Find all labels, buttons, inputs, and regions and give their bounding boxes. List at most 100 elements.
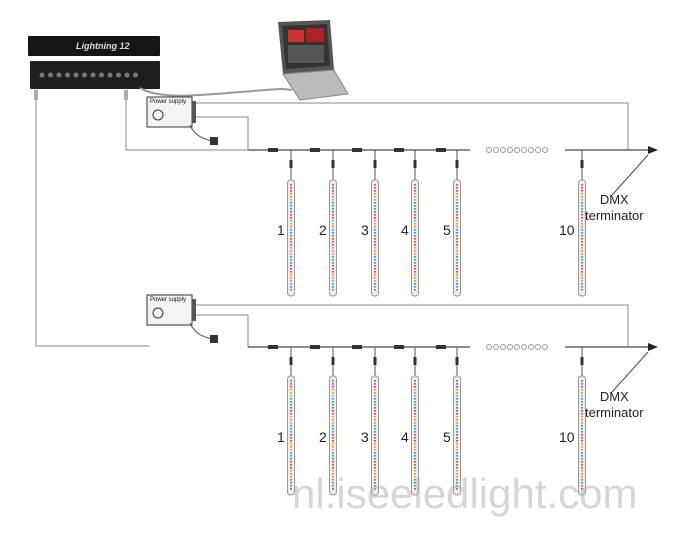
led (581, 247, 583, 249)
ellipsis-dot (514, 344, 520, 350)
dmx-terminator-icon (648, 343, 658, 351)
led (456, 250, 458, 252)
led (581, 470, 583, 472)
tube-connector (331, 357, 335, 365)
led (414, 485, 416, 487)
led (456, 428, 458, 430)
led (332, 461, 334, 463)
led (414, 401, 416, 403)
led (332, 253, 334, 255)
led (374, 449, 376, 451)
led (290, 401, 292, 403)
controller-model-label: Lightning 12 (76, 41, 130, 51)
tube-connector (580, 357, 584, 365)
dmx-port (56, 72, 62, 78)
led (332, 422, 334, 424)
led (374, 452, 376, 454)
power-supply-fan-icon (152, 109, 164, 121)
led (581, 289, 583, 291)
led (374, 226, 376, 228)
led (581, 464, 583, 466)
led (332, 214, 334, 216)
led (374, 470, 376, 472)
led (290, 455, 292, 457)
led (456, 434, 458, 436)
led (414, 229, 416, 231)
led (456, 283, 458, 285)
led (456, 220, 458, 222)
led (290, 253, 292, 255)
led (456, 253, 458, 255)
led (414, 289, 416, 291)
led (290, 190, 292, 192)
led (581, 485, 583, 487)
ellipsis-dot (535, 344, 541, 350)
led (290, 259, 292, 261)
led (414, 437, 416, 439)
ellipsis-dot (500, 147, 506, 153)
terminator-line1: DMX (599, 389, 629, 404)
tube-connector (373, 160, 377, 168)
led (374, 190, 376, 192)
ellipsis-dot (528, 147, 534, 153)
led (581, 425, 583, 427)
led (332, 283, 334, 285)
led (374, 280, 376, 282)
dmx-port (73, 72, 79, 78)
led (414, 196, 416, 198)
led (332, 464, 334, 466)
led (332, 467, 334, 469)
led (414, 223, 416, 225)
led (414, 235, 416, 237)
led (332, 410, 334, 412)
led (456, 196, 458, 198)
led (456, 482, 458, 484)
led (374, 428, 376, 430)
led (332, 280, 334, 282)
tube-connector (455, 357, 459, 365)
led (290, 440, 292, 442)
led (332, 277, 334, 279)
led (414, 211, 416, 213)
led (581, 259, 583, 261)
power-supply-terminals (192, 299, 196, 321)
led (414, 380, 416, 382)
led (374, 422, 376, 424)
tube-number: 2 (319, 222, 327, 238)
tube-number: 2 (319, 429, 327, 445)
dmx-terminator-icon (648, 146, 658, 154)
led (374, 401, 376, 403)
led (290, 476, 292, 478)
led (414, 407, 416, 409)
dmx-port (39, 72, 45, 78)
led (332, 229, 334, 231)
led (581, 383, 583, 385)
led (414, 184, 416, 186)
led (332, 226, 334, 228)
led (414, 280, 416, 282)
led (581, 262, 583, 264)
tube-connector (413, 160, 417, 168)
dmx-cable (125, 100, 248, 151)
ellipsis-dot (535, 147, 541, 153)
led (374, 383, 376, 385)
led (290, 289, 292, 291)
led (581, 208, 583, 210)
led (414, 190, 416, 192)
led (374, 289, 376, 291)
led (332, 274, 334, 276)
led (332, 398, 334, 400)
led (414, 470, 416, 472)
led (581, 226, 583, 228)
led (581, 482, 583, 484)
led (456, 229, 458, 231)
led (581, 428, 583, 430)
led (290, 220, 292, 222)
led (414, 187, 416, 189)
led (414, 226, 416, 228)
led (374, 488, 376, 490)
led (374, 464, 376, 466)
